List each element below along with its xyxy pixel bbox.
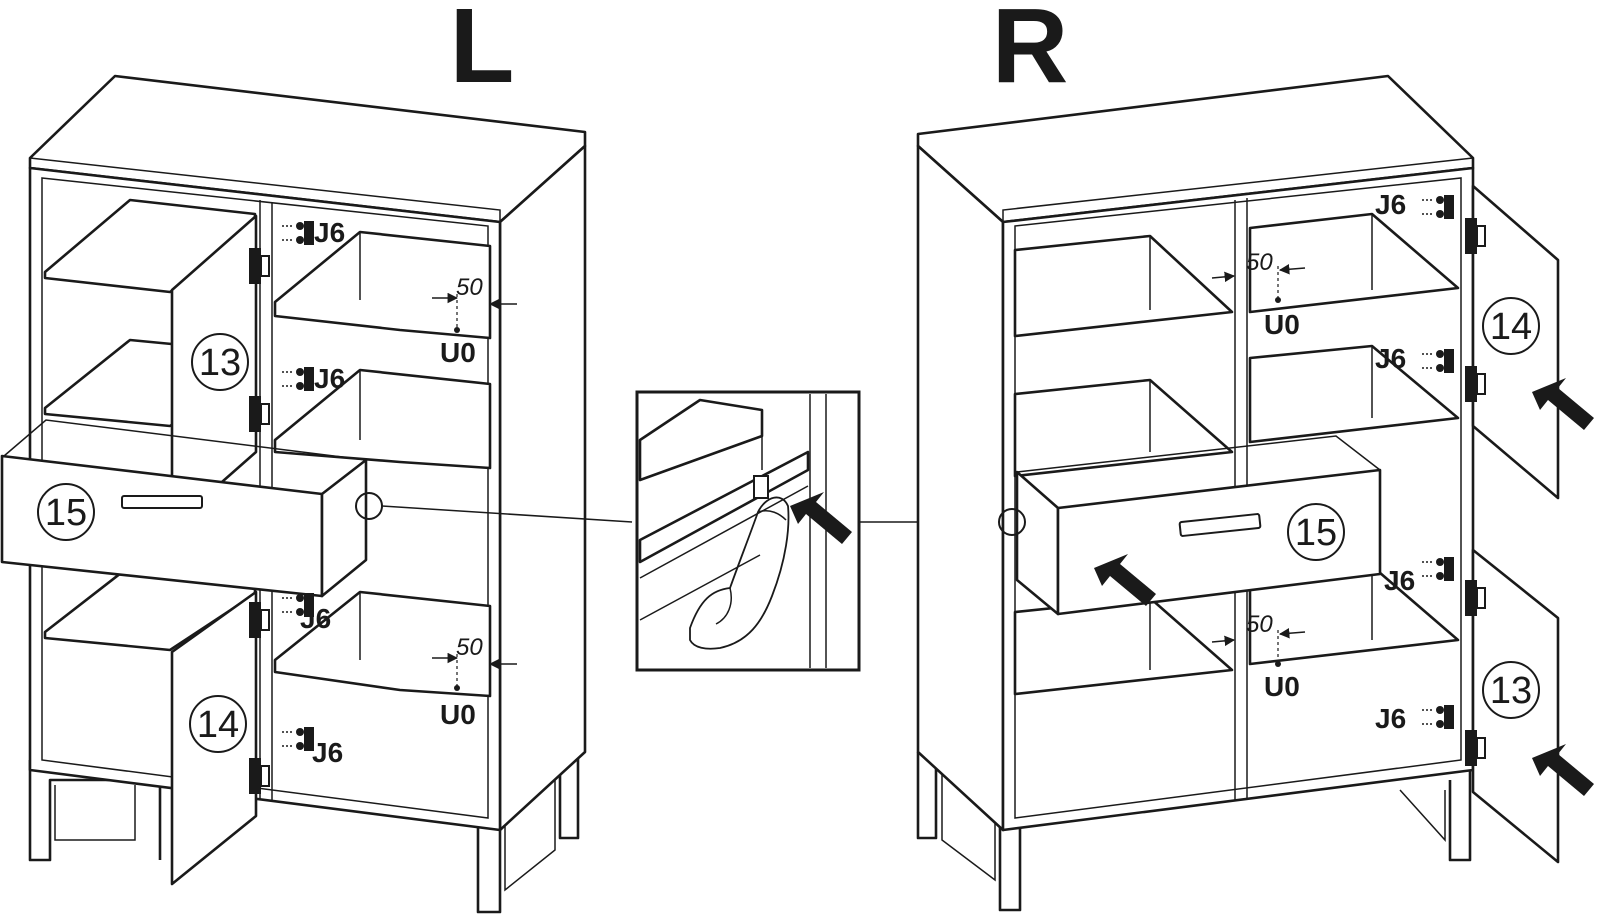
left-rail-lower: U0	[440, 699, 476, 730]
left-door-upper-number: 13	[199, 342, 241, 384]
right-hinge-code-4: J6	[1375, 703, 1406, 734]
right-offset-upper: 50	[1246, 249, 1273, 276]
left-hinge-code-1: J6	[314, 217, 345, 248]
right-drawer	[1056, 468, 1382, 616]
right-cabinet-side-panel	[916, 144, 1005, 832]
left-cabinet-side-panel	[498, 144, 587, 832]
right-cabinet-legs	[916, 752, 1472, 912]
left-door-lower-number: 14	[197, 704, 239, 746]
left-drawer-number: 15	[45, 492, 87, 534]
variant-label-right: R	[992, 0, 1069, 105]
right-door-lower-number: 13	[1490, 670, 1532, 712]
right-door-upper-number: 14	[1490, 306, 1532, 348]
left-hinge-code-4: J6	[312, 737, 343, 768]
left-cabinet-legs	[28, 752, 580, 914]
right-hinge-code-3: J6	[1384, 565, 1415, 596]
right-hinge-code-1: J6	[1375, 189, 1406, 220]
left-rail-upper: U0	[440, 337, 476, 368]
magnifier-circle-icon	[998, 508, 1026, 536]
detail-inset	[635, 390, 1004, 672]
left-offset-upper: 50	[456, 274, 483, 301]
right-offset-lower: 50	[1246, 611, 1273, 638]
left-hinge-code-2: J6	[314, 363, 345, 394]
hand-icon	[689, 496, 790, 650]
right-drawer-number: 15	[1295, 512, 1337, 554]
right-hinge-code-2: J6	[1375, 343, 1406, 374]
left-offset-lower: 50	[456, 634, 483, 661]
right-rail-lower: U0	[1264, 671, 1300, 702]
left-cabinet: 13 14 15 J6 J6 J6 J6 50 U0	[0, 74, 633, 914]
variant-label-left: L	[450, 0, 515, 105]
right-rail-upper: U0	[1264, 309, 1300, 340]
left-hinge-code-3: J6	[300, 603, 331, 634]
right-cabinet: 14 13 15 J6 J6 J6 J6 50 U0	[916, 74, 1594, 912]
